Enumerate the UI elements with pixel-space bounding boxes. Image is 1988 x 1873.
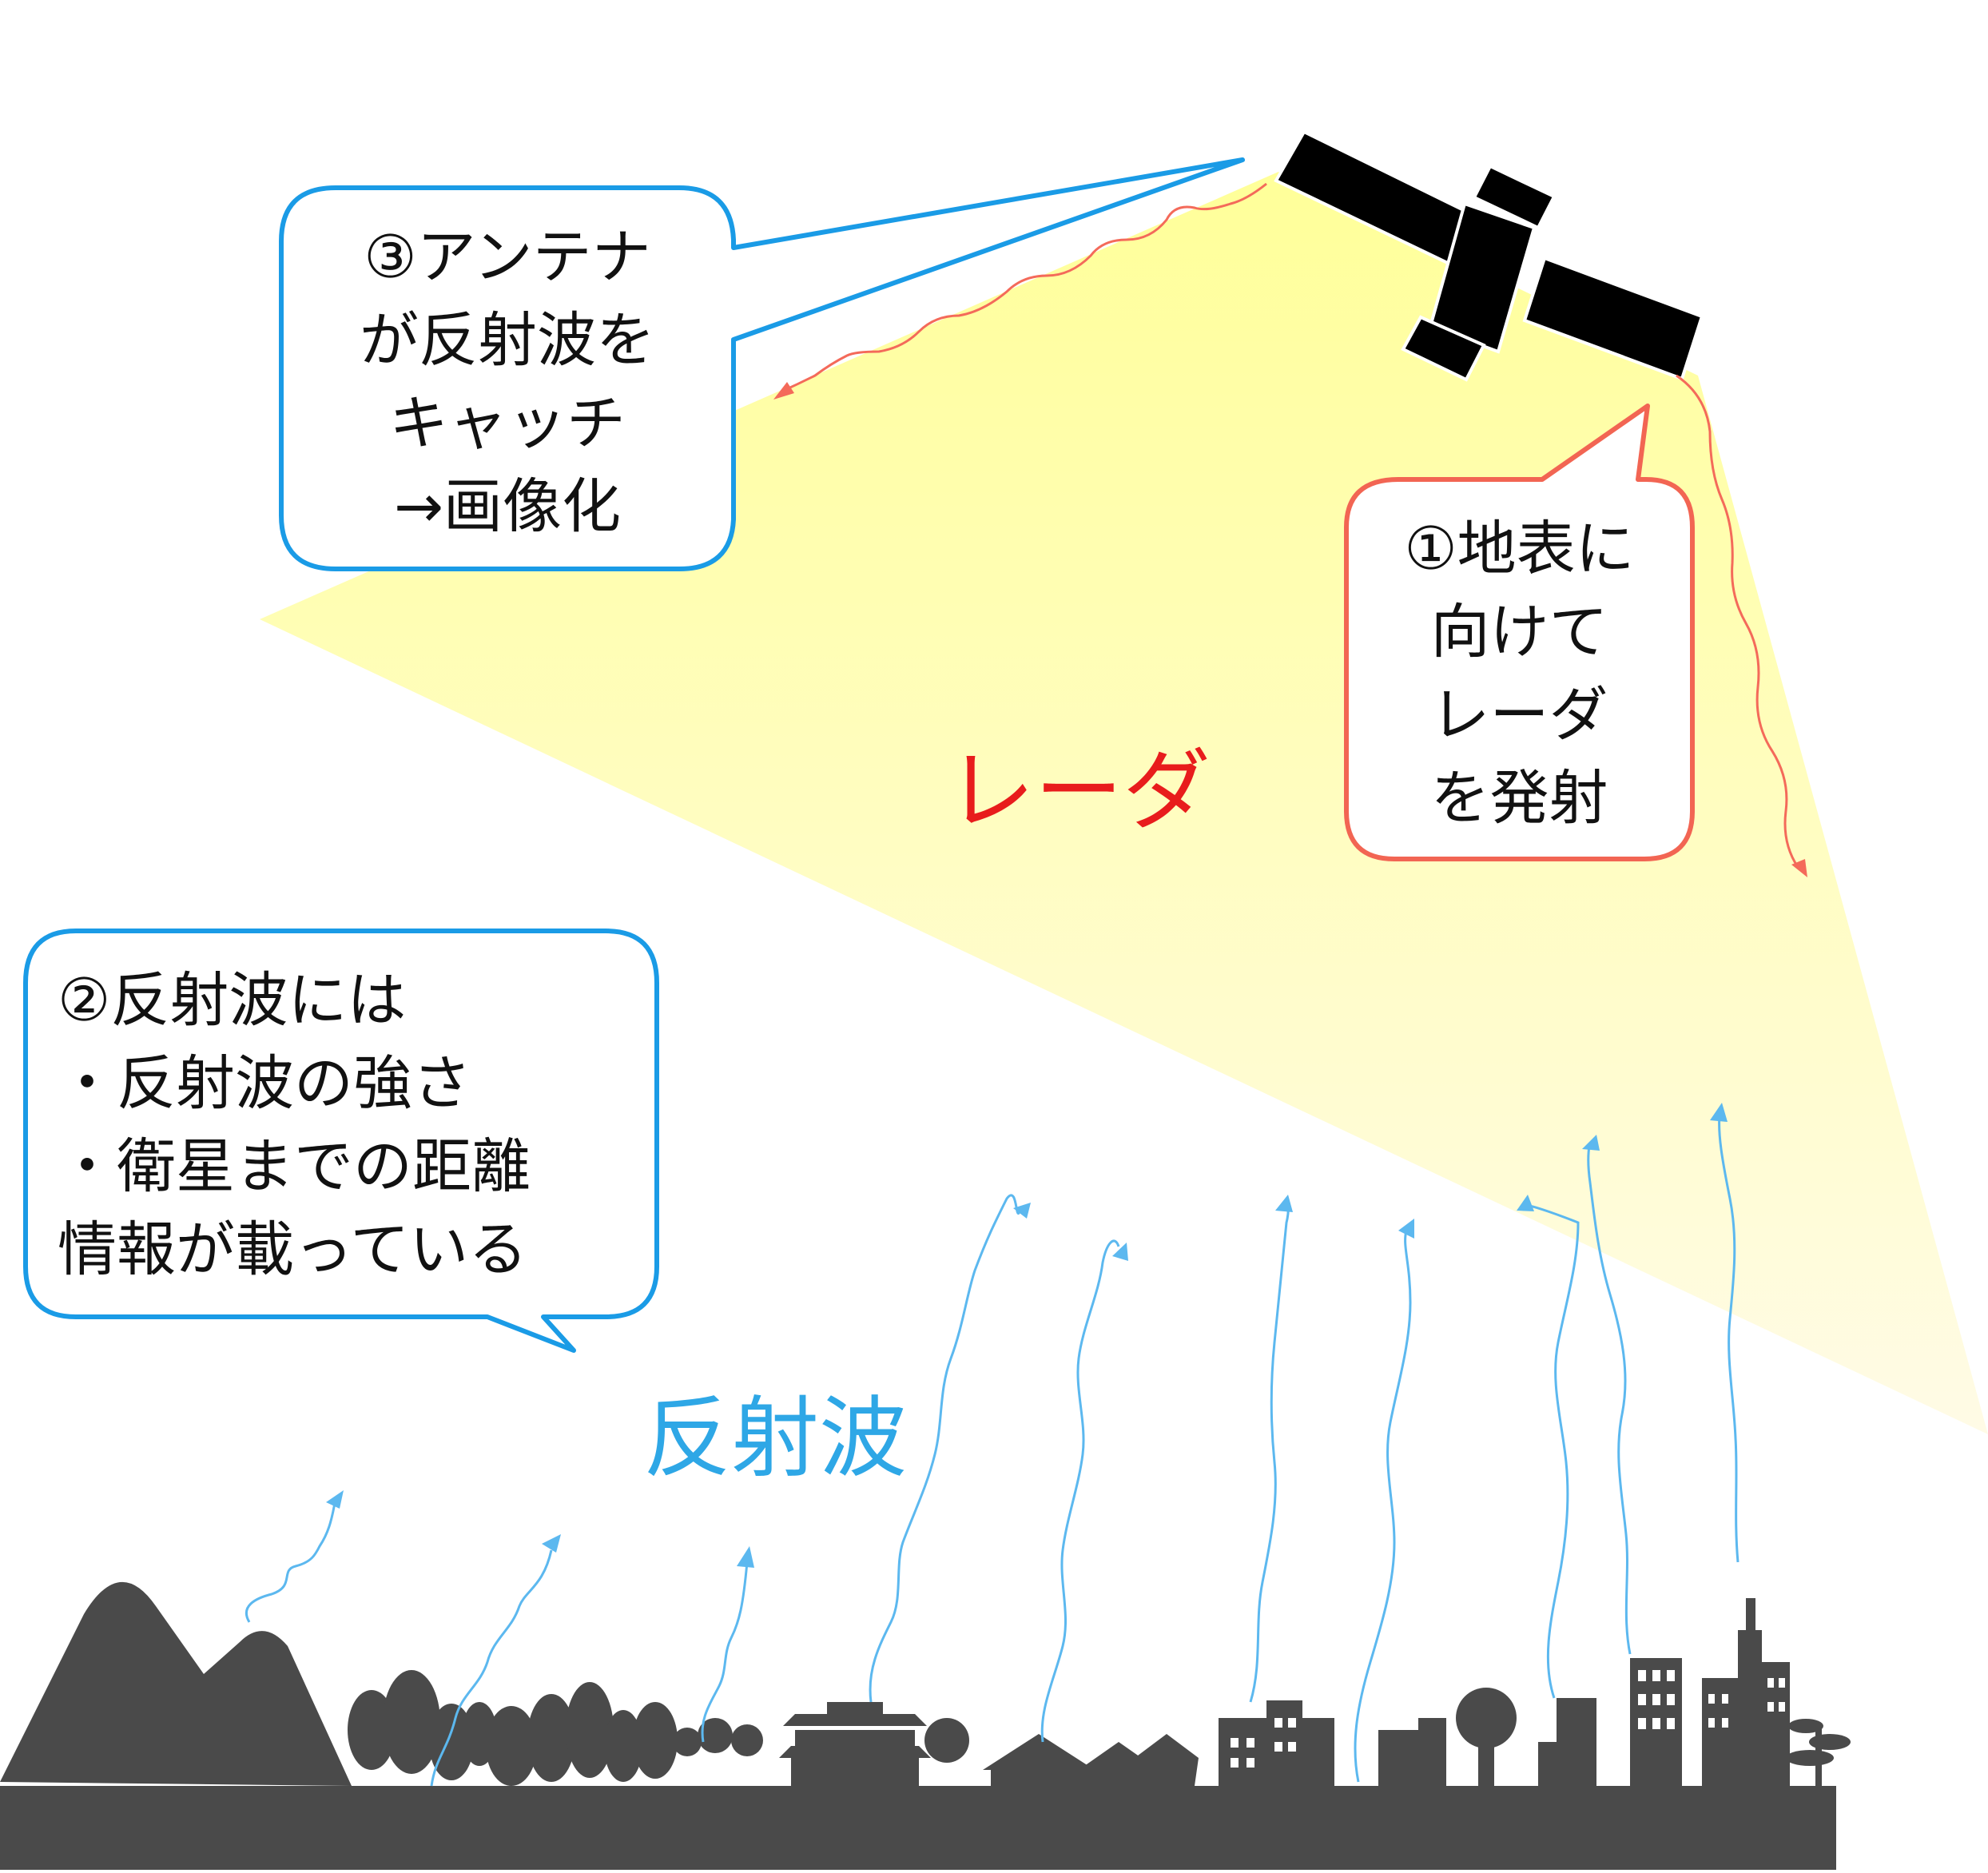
- temple-icon: [779, 1702, 931, 1790]
- mountain-icon: [0, 1582, 352, 1786]
- callout-reflection-line: ・衛星までの距離: [58, 1125, 649, 1208]
- callout-reflection-line: 情報が載っている: [58, 1208, 649, 1291]
- house-icon: [983, 1734, 1199, 1786]
- ground: [0, 1786, 1836, 1870]
- radar-label: レーダ: [947, 739, 1211, 843]
- callout-reflection-line: ・反射波の強さ: [58, 1042, 649, 1125]
- landscape: [0, 1582, 1851, 1870]
- callout-emit-line: 向けて: [1346, 591, 1692, 674]
- callout-antenna-line: が反射波を: [281, 299, 734, 382]
- building-icon: [1219, 1598, 1790, 1790]
- callout-antenna-line: キャッチ: [281, 382, 734, 465]
- callout-emit-line: レーダ: [1346, 674, 1692, 757]
- callout-antenna-line: →画像化: [281, 465, 734, 548]
- callout-antenna-text: ③アンテナ が反射波を キャッチ →画像化: [281, 216, 734, 548]
- callout-emit-line: を発射: [1346, 757, 1692, 840]
- bonsai-pine-icon: [1786, 1719, 1851, 1790]
- reflected-wave-label: 反射波: [643, 1386, 907, 1490]
- callout-emit-line: ①地表に: [1346, 507, 1692, 591]
- callout-reflection-text: ②反射波には ・反射波の強さ ・衛星までの距離 情報が載っている: [58, 959, 649, 1291]
- callout-emit-text: ①地表に 向けて レーダ を発射: [1346, 507, 1692, 840]
- callout-reflection-line: ②反射波には: [58, 959, 649, 1042]
- callout-antenna-line: ③アンテナ: [281, 216, 734, 299]
